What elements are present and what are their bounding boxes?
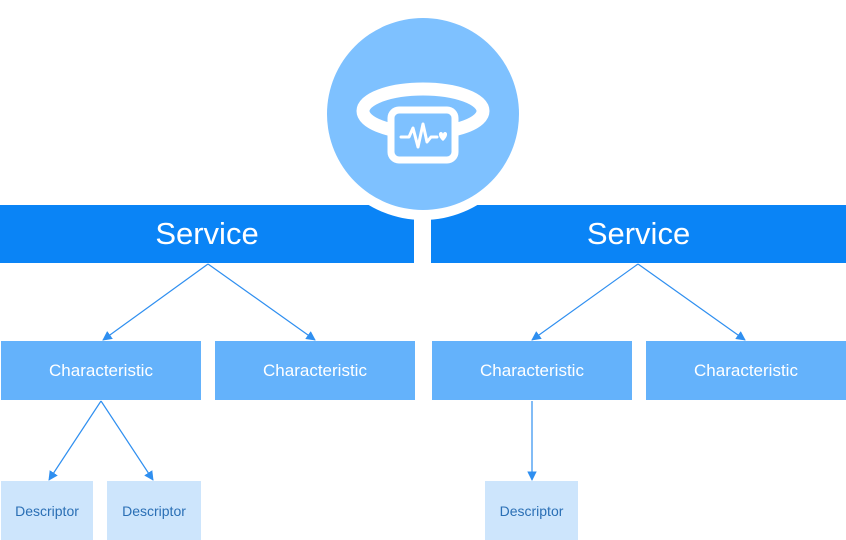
- connector-char1-desc2: [100, 400, 154, 481]
- descriptor-box-3: Descriptor: [485, 481, 578, 540]
- characteristic-box-3: Characteristic: [432, 341, 632, 400]
- characteristic-box-4: Characteristic: [646, 341, 846, 400]
- connector-service1-char1: [102, 263, 209, 341]
- characteristic-box-2: Characteristic: [215, 341, 415, 400]
- characteristic-label: Characteristic: [480, 360, 584, 380]
- connector-service2-char3: [531, 263, 639, 341]
- connector-service2-char4: [637, 263, 746, 341]
- characteristic-label: Characteristic: [694, 360, 798, 380]
- descriptor-label: Descriptor: [122, 502, 186, 519]
- descriptor-box-1: Descriptor: [1, 481, 93, 540]
- connector-service1-char2: [207, 263, 316, 341]
- service-label: Service: [155, 216, 259, 251]
- descriptor-box-2: Descriptor: [107, 481, 201, 540]
- characteristic-box-1: Characteristic: [1, 341, 201, 400]
- descriptor-label: Descriptor: [15, 502, 79, 519]
- characteristic-label: Characteristic: [49, 360, 153, 380]
- device-circle: [327, 18, 519, 210]
- descriptor-label: Descriptor: [499, 502, 564, 519]
- wristband-heart-monitor-icon: [356, 82, 490, 164]
- service-bar-left: Service: [0, 205, 414, 263]
- service-bar-right: Service: [431, 205, 846, 263]
- characteristic-label: Characteristic: [263, 360, 367, 380]
- connector-char1-desc1: [48, 400, 102, 481]
- service-label: Service: [586, 216, 691, 251]
